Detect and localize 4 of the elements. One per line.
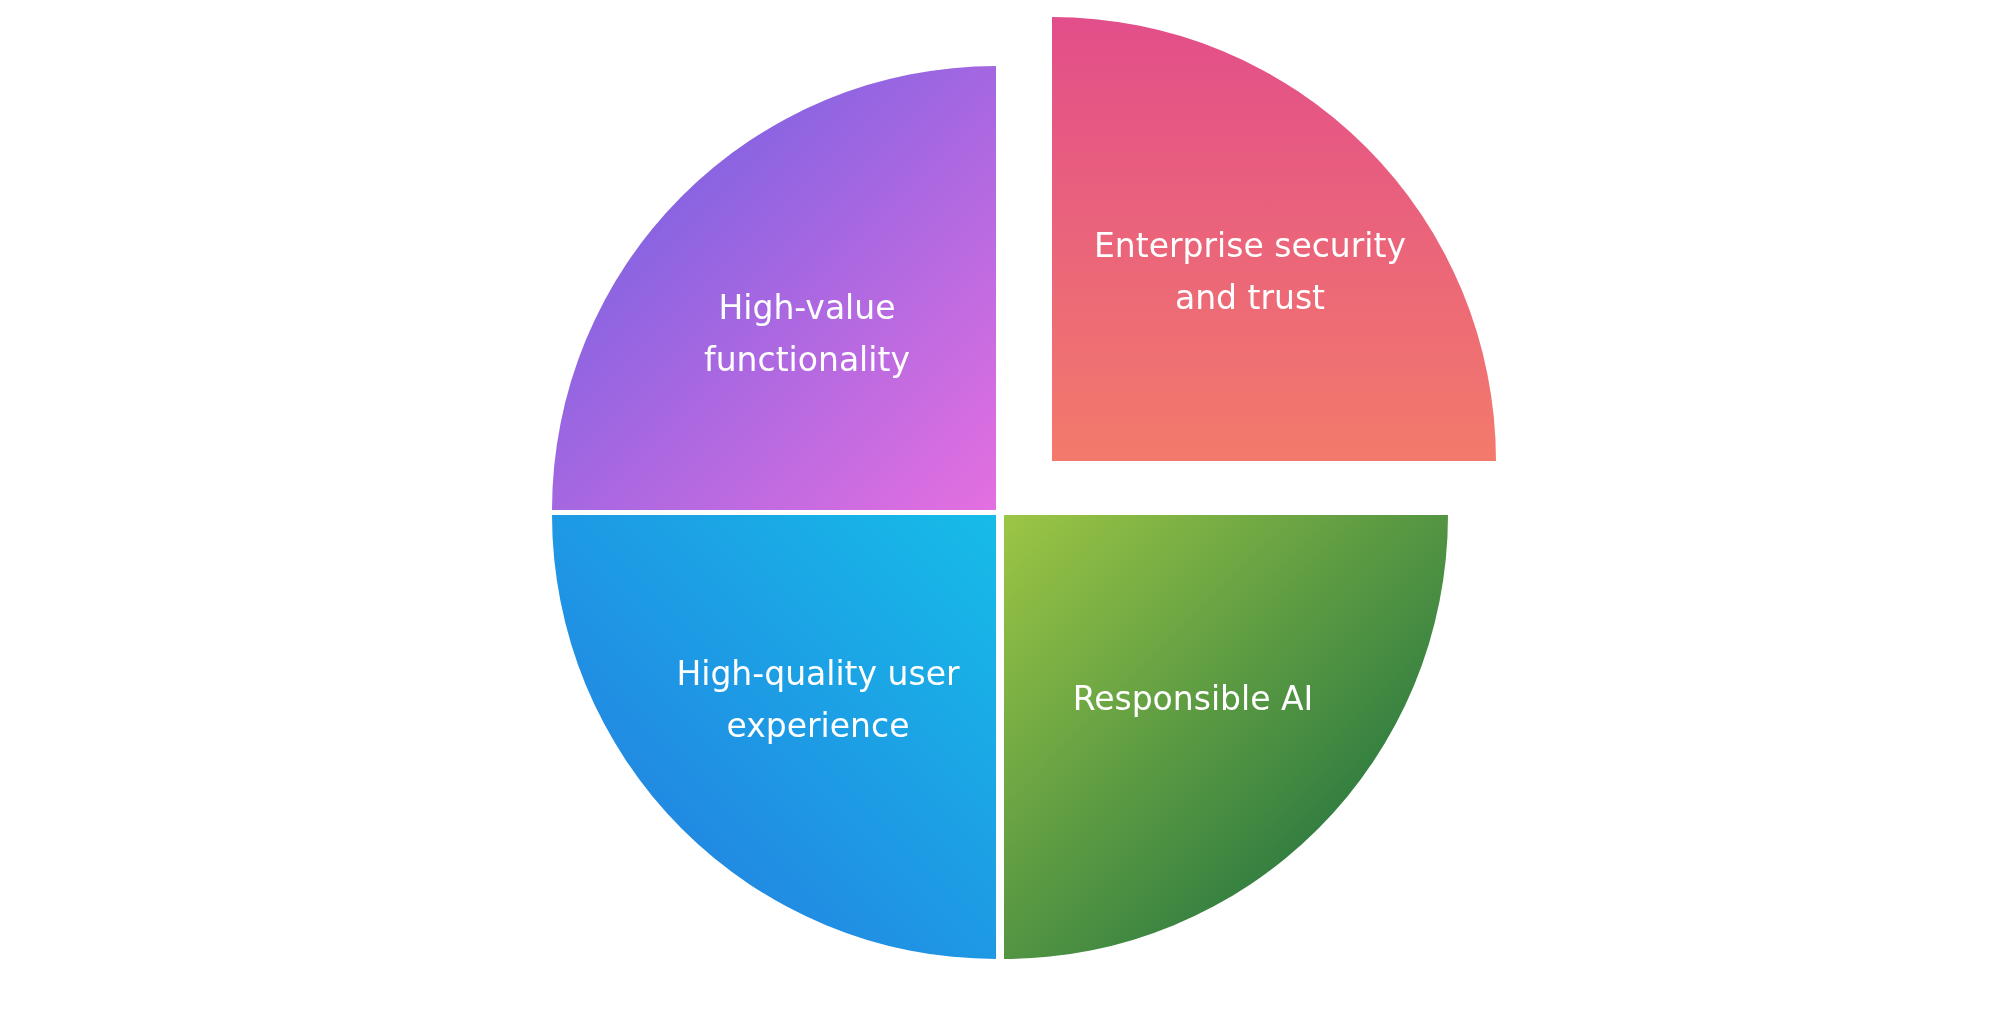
segment-label: High-quality user experience (675, 653, 961, 747)
segment-label: Enterprise security and trust (1093, 225, 1407, 319)
segment-label: Responsible AI (1071, 678, 1315, 720)
segment-label: High-value functionality (703, 287, 911, 381)
